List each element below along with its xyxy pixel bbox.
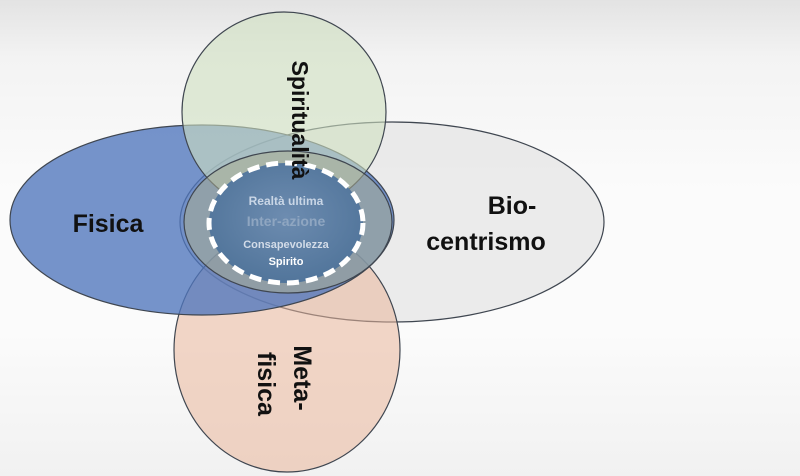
label-fisica: Fisica (73, 210, 145, 238)
core-circle (206, 160, 366, 286)
center-label-spirito: Spirito (269, 256, 304, 268)
label-biocentrismo-line1: Bio- (488, 192, 537, 220)
label-metafisica-line1: Meta- (288, 345, 316, 410)
center-label-realta-ultima: Realtà ultima (249, 194, 324, 208)
label-biocentrismo-line2: centrismo (426, 228, 545, 256)
label-metafisica-line2: fisica (252, 352, 280, 417)
center-label-consapevolezza: Consapevolezza (243, 239, 329, 251)
center-label-inter-azione: Inter-azione (247, 213, 326, 229)
label-spiritualita: Spiritualità (287, 61, 313, 180)
